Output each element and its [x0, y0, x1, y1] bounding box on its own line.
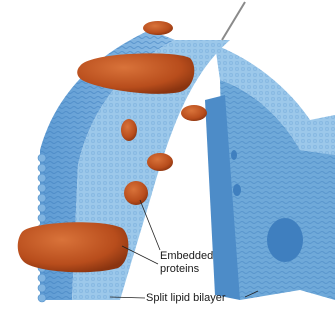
protein — [143, 21, 173, 35]
protein — [147, 153, 173, 171]
protein — [124, 181, 148, 205]
protein — [121, 119, 137, 141]
embedded-proteins-label-line2: proteins — [160, 263, 230, 276]
protein — [181, 105, 207, 121]
split-lipid-bilayer-label: Split lipid bilayer — [146, 292, 225, 305]
protein — [18, 222, 129, 272]
protein-pit — [231, 150, 237, 160]
protein-pit — [267, 218, 303, 262]
embedded-proteins-label: Embedded proteins — [160, 250, 230, 276]
probe — [222, 2, 245, 40]
protein-pit — [233, 184, 241, 196]
embedded-proteins-label-line1: Embedded — [160, 250, 230, 263]
